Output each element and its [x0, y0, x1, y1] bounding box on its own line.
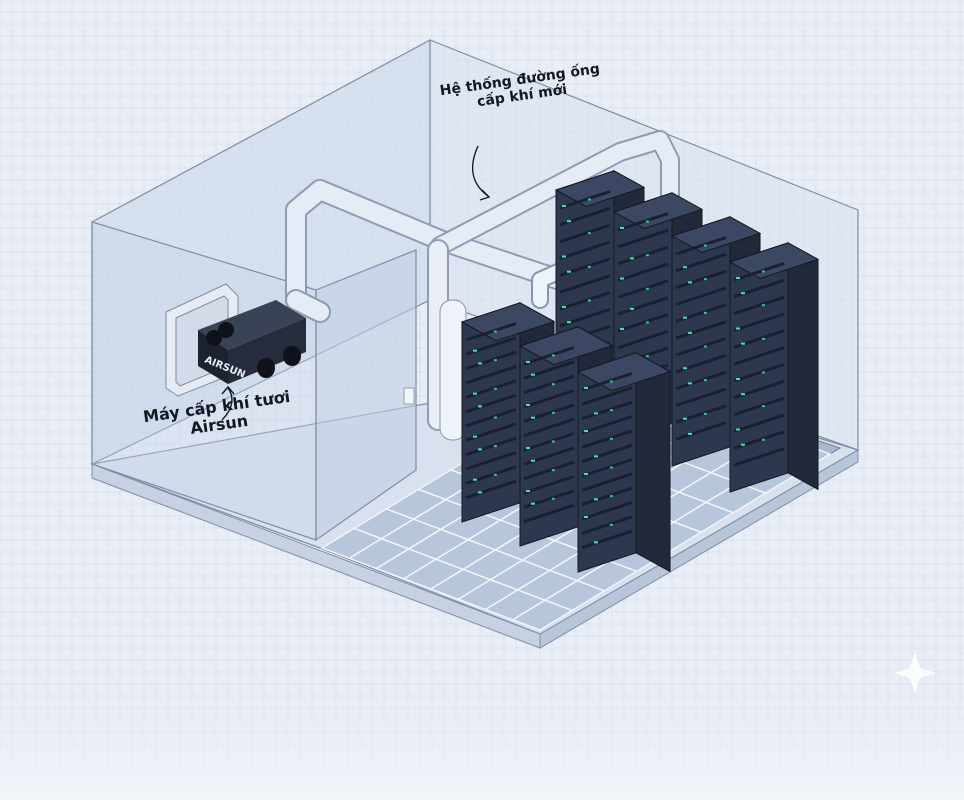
unit-arrowhead [221, 385, 235, 395]
unit-arrow [221, 387, 233, 421]
annotation-arrows [221, 145, 491, 421]
sparkle-icon [894, 652, 936, 694]
server-rack [576, 352, 672, 573]
server-racks [460, 170, 820, 573]
duct-arrowhead [479, 189, 491, 201]
server-rack [728, 242, 820, 493]
airsun-fresh-air-unit: AIRSUN [198, 300, 306, 384]
door-handle [403, 387, 415, 405]
